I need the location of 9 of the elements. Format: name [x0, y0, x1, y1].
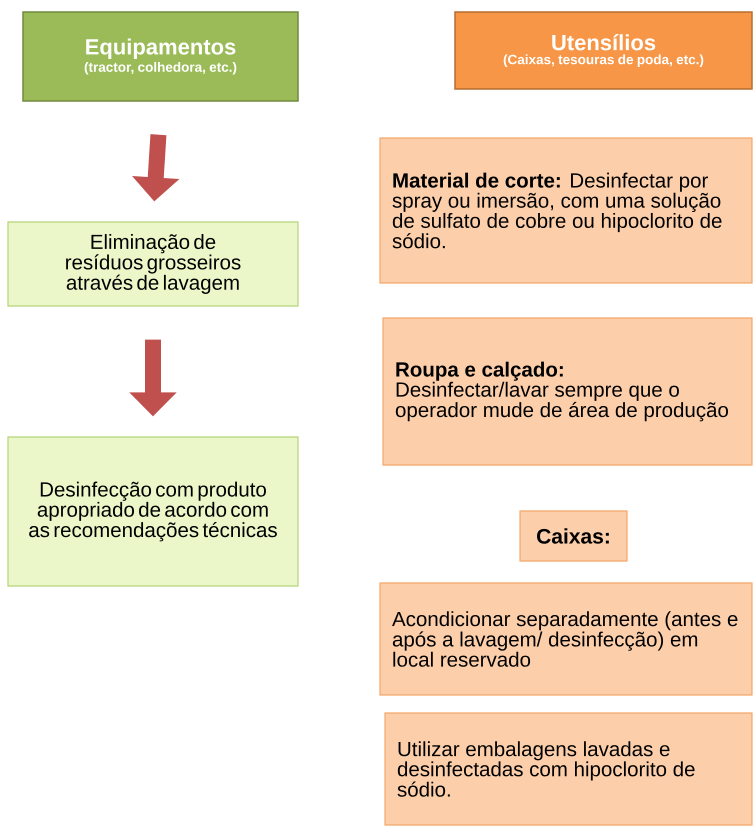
note-box: Roupa e calçado: Desinfectar/lavar sempre que o operador mude de área de produção: [382, 317, 753, 466]
note-box: Utilizar embalagens lavadas e desinfectadas com hipoclorito de sódio.: [384, 712, 753, 826]
note-box: Acondicionar separadamente (antes e após a lavagem/ desinfecção) em local reservado: [379, 582, 753, 696]
process-box: Desinfecção com produto apropriado de acordo com as recomendações técnicas: [7, 436, 299, 587]
heading-box: Caixas:: [519, 510, 628, 562]
process-box: Eliminação de resíduos grosseiros através de lavagem: [7, 221, 299, 307]
note-box: Material de corte: Desinfectar por spray ou imersão, com uma solução de sulfato de cobre ou hipoclorito de sódio.: [379, 137, 753, 284]
header-box: Equipamentos (tractor, colhedora, etc.): [22, 11, 299, 102]
header-box: Utensílios (Caixas, tesouras de poda, etc.): [454, 11, 753, 90]
